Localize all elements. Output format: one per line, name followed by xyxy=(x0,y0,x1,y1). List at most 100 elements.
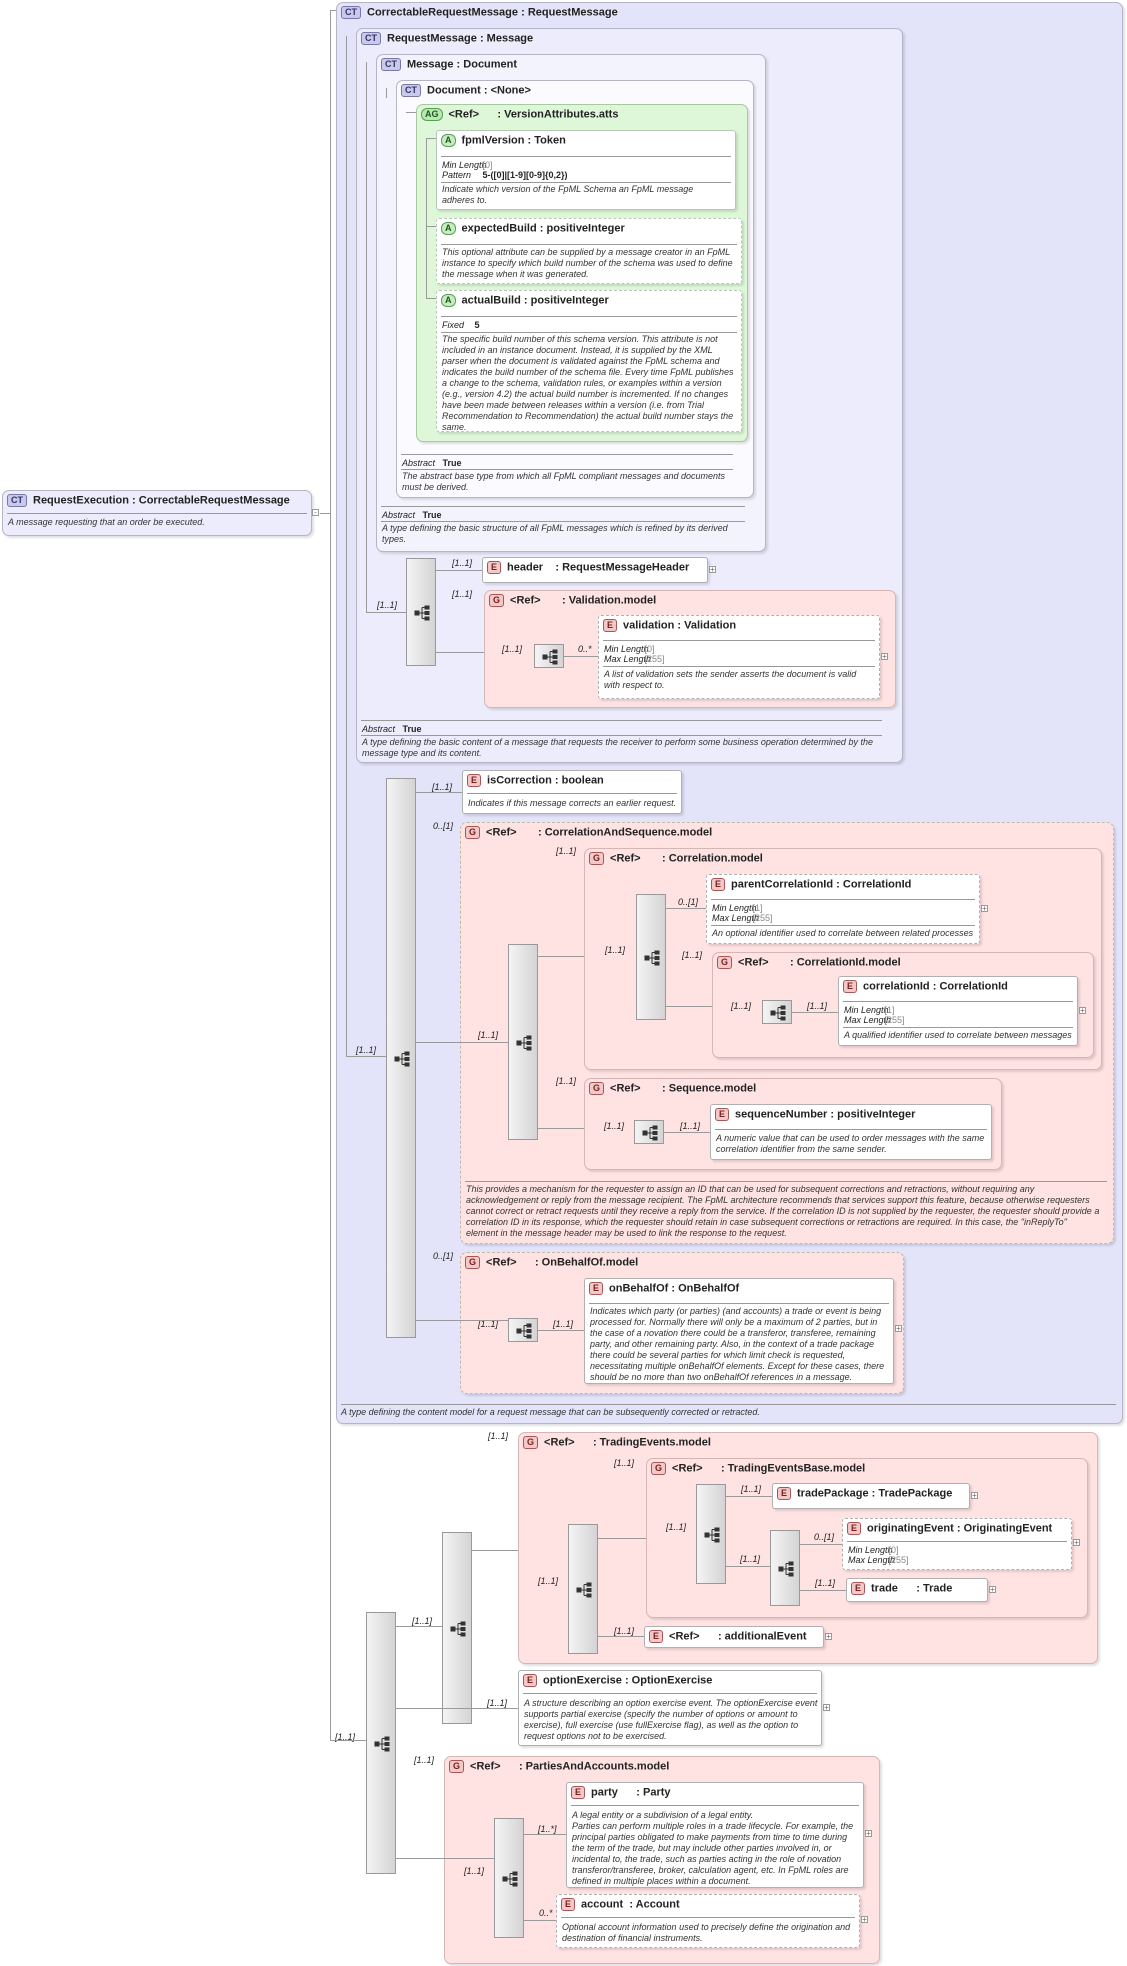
sequence-icon-part xyxy=(552,655,558,659)
separator: : xyxy=(518,1760,523,1773)
cardinality: [1..1] xyxy=(412,1616,433,1626)
connector xyxy=(666,908,706,909)
root-extension-sequence[interactable] xyxy=(366,1612,396,1874)
ref-label: <Ref> xyxy=(510,594,541,607)
sequence-icon-part xyxy=(714,1533,720,1537)
trading-events-base-sequence[interactable] xyxy=(696,1484,726,1584)
expand-toggle[interactable]: + xyxy=(989,1585,996,1594)
element-type: OnBehalfOf xyxy=(678,1282,740,1295)
max-length-prop: Max Length [255] xyxy=(844,1015,905,1025)
element-icon: E xyxy=(523,1674,538,1687)
group-icon: G xyxy=(489,594,505,607)
element-type: CorrelationId xyxy=(842,878,912,891)
additional-event-element[interactable]: E<Ref> : additionalEvent xyxy=(644,1626,824,1648)
element-type: TradePackage xyxy=(878,1487,953,1500)
sequence-icon-part xyxy=(384,1742,390,1746)
ref-label: <Ref> xyxy=(544,1436,575,1449)
connector xyxy=(396,1708,518,1709)
cardinality: [1..1] xyxy=(680,1121,701,1131)
group-type: TradingEventsBase.model xyxy=(727,1462,866,1475)
trading-events-sequence[interactable] xyxy=(568,1524,598,1654)
separator: : xyxy=(671,1282,676,1295)
group-icon: G xyxy=(589,852,605,865)
sequence-icon-part xyxy=(780,1016,786,1021)
on-behalf-of-sequence[interactable] xyxy=(508,1318,538,1342)
group-icon: G xyxy=(449,1760,465,1773)
expand-toggle[interactable]: + xyxy=(861,1915,868,1924)
sequence-icon-part xyxy=(586,1593,592,1598)
expand-toggle[interactable]: + xyxy=(865,1829,872,1838)
type-ref: Message xyxy=(486,32,534,45)
correlation-sequence[interactable] xyxy=(636,894,666,1020)
expand-toggle[interactable]: + xyxy=(709,565,716,574)
correctable-sequence[interactable] xyxy=(386,778,416,1338)
expand-toggle[interactable]: + xyxy=(981,904,988,913)
sequence-icon xyxy=(516,1323,532,1339)
divider xyxy=(603,640,875,641)
separator: : xyxy=(956,1522,961,1535)
sequence-model-sequence[interactable] xyxy=(634,1120,664,1144)
sequence-icon-part xyxy=(576,1587,582,1593)
sequence-icon-part xyxy=(512,1882,518,1887)
expand-toggle[interactable]: + xyxy=(971,1491,978,1500)
sequence-icon-part xyxy=(780,1005,786,1010)
group-icon: G xyxy=(465,1256,481,1269)
max-length-prop: Max Length [255] xyxy=(712,913,773,923)
sequence-icon-part xyxy=(460,1621,466,1626)
element-icon: E xyxy=(715,1108,730,1121)
cardinality: [1..1] xyxy=(432,782,453,792)
sequence-icon-part xyxy=(788,1572,794,1577)
min-length-prop: Min Length [1] xyxy=(712,903,763,913)
expand-toggle[interactable]: + xyxy=(823,1703,830,1712)
separator: : xyxy=(521,6,525,19)
request-message-sequence[interactable] xyxy=(406,558,436,666)
connector xyxy=(538,1128,584,1129)
expand-toggle[interactable]: + xyxy=(1073,1538,1080,1547)
connector xyxy=(396,1858,494,1859)
trading-events-outer-sequence[interactable] xyxy=(442,1532,472,1724)
expand-toggle[interactable]: + xyxy=(895,1324,902,1333)
connector xyxy=(346,1056,386,1057)
expand-toggle[interactable]: + xyxy=(825,1632,832,1641)
ref-label: <Ref> xyxy=(486,1256,517,1269)
ref-label: <Ref> xyxy=(448,108,480,121)
correlation-id-sequence[interactable] xyxy=(762,1000,792,1024)
parties-sequence[interactable] xyxy=(494,1818,524,1938)
element-doc: Indicates if this message corrects an ea… xyxy=(468,798,677,808)
trade-choice[interactable] xyxy=(770,1530,800,1606)
collapse-toggle[interactable]: - xyxy=(312,509,319,517)
divider xyxy=(381,506,745,507)
connector xyxy=(598,1538,646,1539)
sequence-icon-part xyxy=(404,1057,410,1061)
expand-toggle[interactable]: + xyxy=(881,652,888,661)
cardinality: [1..1] xyxy=(604,1121,625,1131)
expand-toggle[interactable]: + xyxy=(1079,1006,1086,1015)
validation-sequence[interactable] xyxy=(534,644,564,668)
separator: : xyxy=(662,1082,666,1095)
divider xyxy=(381,521,745,522)
correlation-and-sequence-sequence[interactable] xyxy=(508,944,538,1140)
sequence-icon xyxy=(450,1621,466,1637)
separator: : xyxy=(677,619,682,632)
type-ref: CorrectableRequestMessage xyxy=(138,494,290,507)
connector xyxy=(524,1920,556,1921)
attr-doc: This optional attribute can be supplied … xyxy=(442,247,733,279)
complex-type-icon: CT xyxy=(341,6,361,19)
